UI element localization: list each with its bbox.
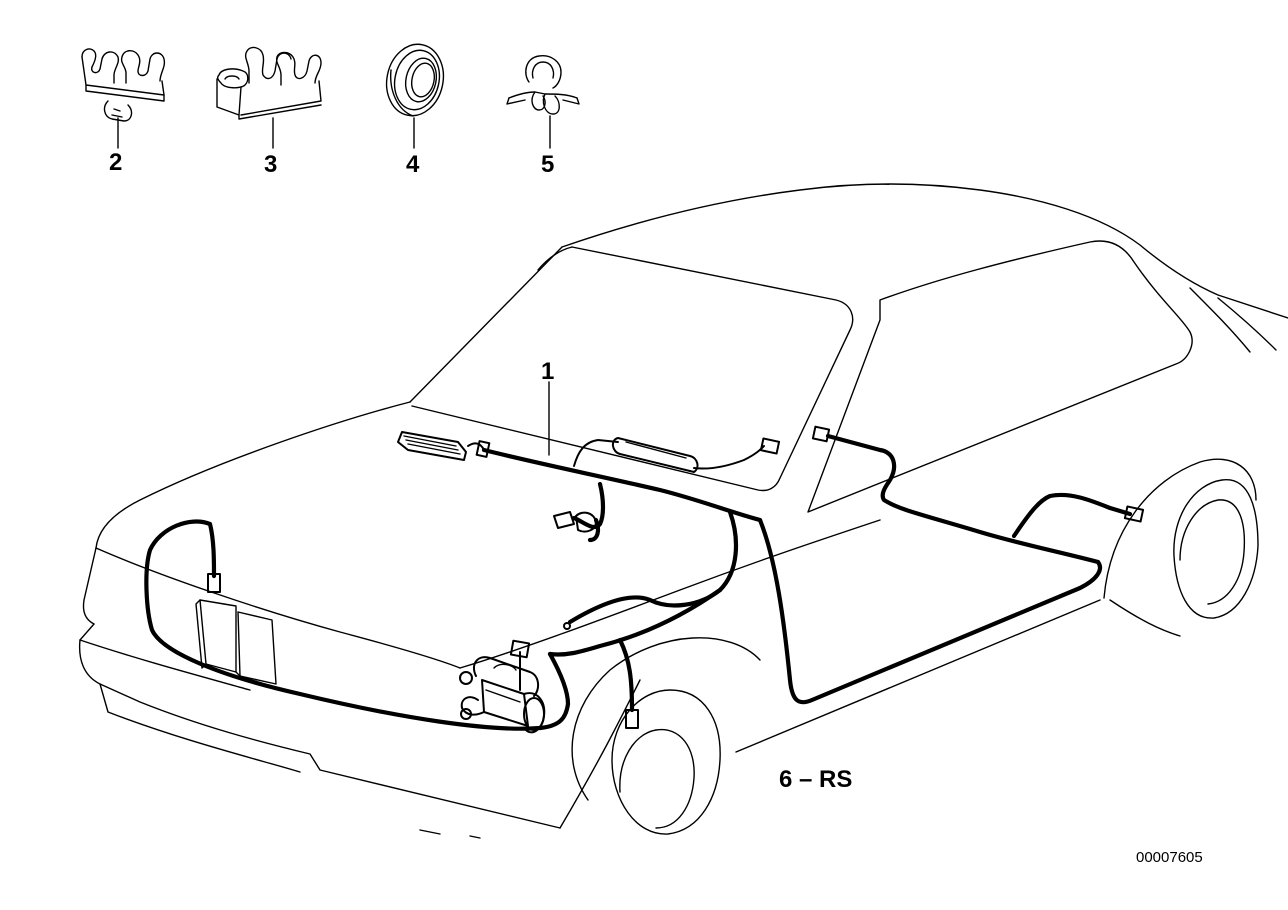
icon-leader-lines bbox=[117, 115, 551, 149]
callout-part-1: 1 bbox=[541, 358, 554, 385]
callout-part-5: 5 bbox=[541, 151, 554, 178]
car-body-outline bbox=[78, 183, 1288, 839]
callout-part-2: 2 bbox=[109, 149, 122, 176]
part-5-cable-clip bbox=[506, 55, 580, 115]
part-2-double-clip bbox=[81, 48, 166, 122]
callout-part-3: 3 bbox=[264, 151, 277, 178]
sensor-rod bbox=[612, 437, 699, 473]
catalog-number: 00007605 bbox=[1136, 849, 1203, 866]
control-module-box bbox=[397, 431, 491, 461]
wiring-harness bbox=[144, 433, 1133, 731]
part-3-bracket-clip bbox=[216, 46, 322, 120]
callout-part-4: 4 bbox=[406, 151, 420, 178]
pump-unit bbox=[459, 656, 546, 734]
part-4-grommet bbox=[385, 43, 445, 117]
small-connectors bbox=[207, 425, 1145, 729]
callout-part-6: 6 – RS bbox=[779, 766, 852, 793]
